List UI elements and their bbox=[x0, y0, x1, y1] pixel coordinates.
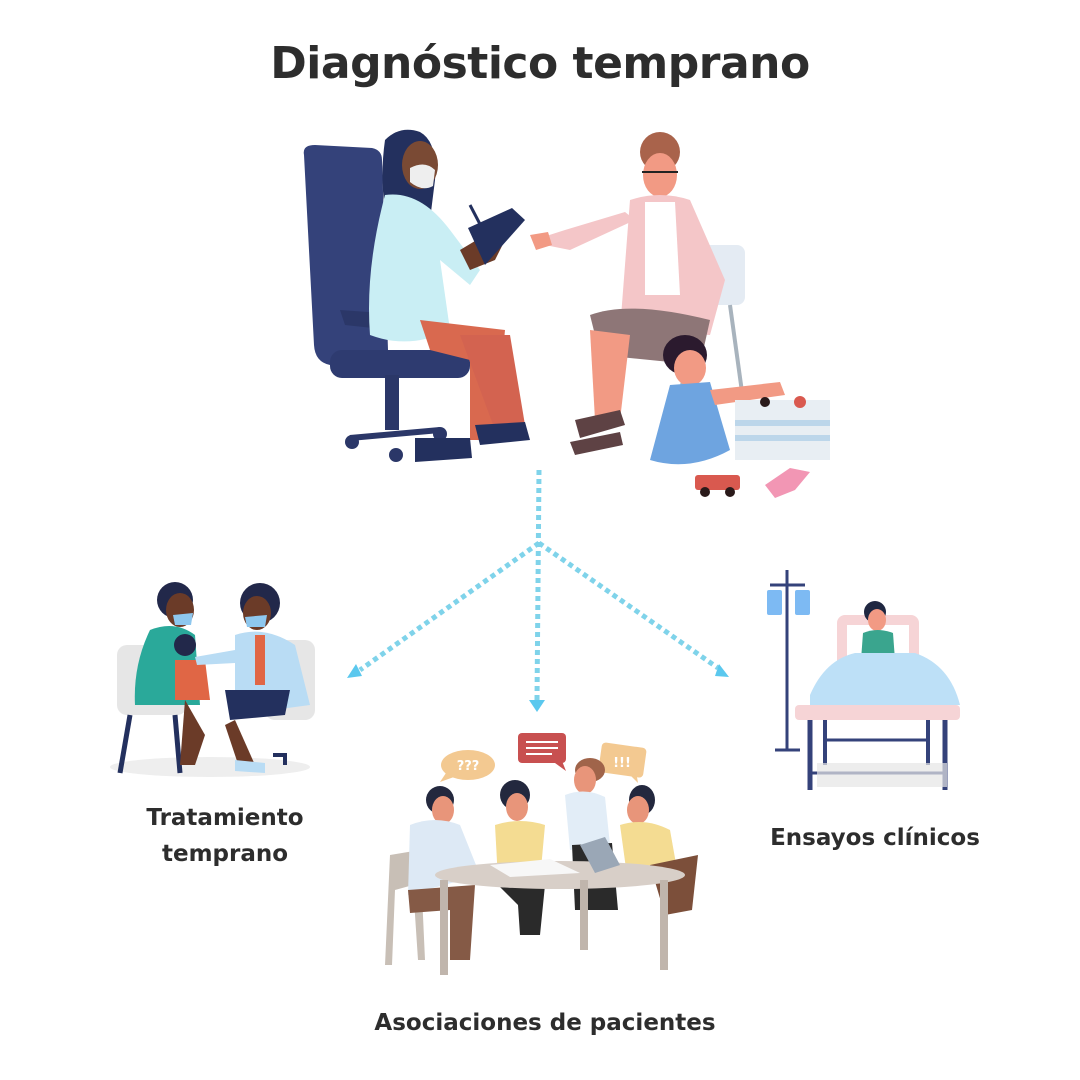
speech-bubble-message bbox=[518, 733, 566, 771]
office-chair bbox=[303, 145, 470, 462]
speech-bubble-exclamation: !!! bbox=[598, 742, 647, 783]
branch-label-clinical-trials: Ensayos clínicos bbox=[770, 825, 980, 851]
child-playing-figure bbox=[650, 335, 830, 498]
svg-text:!!!: !!! bbox=[613, 756, 631, 771]
treatment-label-line1: Tratamiento bbox=[146, 805, 304, 831]
arrow-stem bbox=[534, 469, 542, 701]
page-title: Diagnóstico temprano bbox=[270, 38, 810, 89]
arrow-right bbox=[537, 540, 720, 671]
pediatric-checkup-illustration bbox=[110, 582, 315, 777]
doctor-consultation-illustration bbox=[303, 129, 830, 498]
hospital-bed-illustration bbox=[767, 570, 960, 790]
speech-bubble-question: ??? bbox=[440, 750, 495, 782]
svg-text:???: ??? bbox=[457, 759, 480, 774]
doctor-figure bbox=[369, 129, 530, 462]
group-meeting-illustration: ??? !!! bbox=[385, 733, 698, 975]
mother-figure bbox=[530, 132, 752, 455]
arrowhead-down-icon bbox=[529, 700, 545, 712]
branch-label-treatment: Tratamiento temprano bbox=[100, 800, 350, 872]
branch-label-patient-associations: Asociaciones de pacientes bbox=[374, 1010, 716, 1036]
arrow-left bbox=[358, 540, 541, 673]
treatment-label-line2: temprano bbox=[161, 841, 289, 867]
arrowhead-right-icon bbox=[715, 664, 729, 677]
arrowhead-left-icon bbox=[347, 664, 362, 678]
